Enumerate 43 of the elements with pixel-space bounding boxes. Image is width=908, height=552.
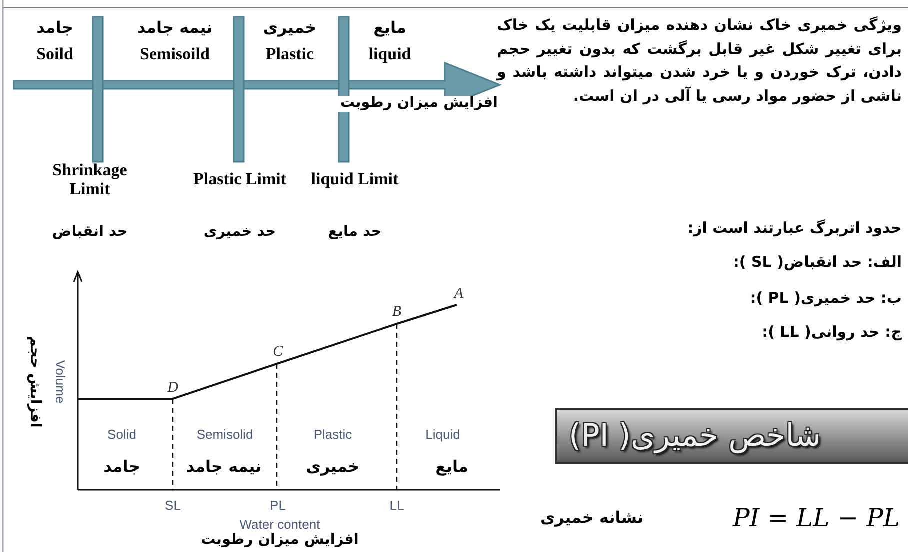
persian-text: ج: حد روانی( LL ): (762, 324, 902, 340)
chart-label: Water content (240, 518, 320, 532)
chart-label: LL (390, 498, 404, 514)
persian-text: نیمه جامد (137, 19, 213, 37)
chart-label: Semisolid (196, 428, 254, 442)
persian-text: مایع (374, 19, 406, 37)
persian-text: نشانه خمیری (540, 509, 644, 527)
heading-banner (555, 408, 908, 464)
english-label: Plastic Limit (192, 170, 288, 190)
chart-label: PL (270, 498, 286, 514)
persian-text: جامد (36, 19, 74, 37)
english-label: Semisoild (140, 46, 210, 64)
persian-text: حدود اتربرگ عبارتند است از: (688, 220, 902, 236)
persian-text: خمیری (306, 458, 360, 476)
persian-text: خمیری (263, 19, 317, 37)
point-label: B (392, 304, 402, 320)
point-label: D (168, 380, 178, 396)
chart-label: Solid (108, 428, 136, 442)
paragraph: ویژگی خمیری خاک نشان دهنده میزان قابلیت یک خاک برای تغییر شکل غیر قابل برگشت که بدون تغییر حجم دادن، ترک خوردن و یا خرد شدن میتواند داشته باشد و ناشی از حضور مواد رسی یا آلی در ان است. (497, 15, 902, 105)
english-label: Plastic (266, 46, 314, 64)
formula: PI = LL − PL (732, 504, 900, 532)
english-label: Soild (36, 46, 74, 64)
chart-label: SL (165, 498, 181, 514)
persian-text: حد انقباض (52, 225, 128, 241)
persian-text: جامد (104, 458, 140, 476)
chart-label: Volume (52, 360, 68, 404)
persian-text: الف: حد انقباض( SL ): (733, 254, 902, 270)
point-label: A (454, 286, 464, 302)
persian-text: افزایش میزان رطوبت (201, 533, 359, 549)
chart-label: Liquid (426, 428, 460, 442)
persian-text: ب: حد خمیری( PL ): (750, 290, 902, 306)
point-label: C (273, 344, 283, 360)
banner-title: شاخص خمیری( PI) (569, 418, 822, 454)
persian-text: افزایش حجم (26, 336, 42, 428)
persian-text: افزایش میزان رطوبت (338, 96, 500, 112)
persian-text: حد خمیری (204, 225, 276, 241)
english-label: Shrinkage Limit (52, 161, 128, 199)
persian-text: مایع (436, 458, 468, 476)
chart-label: Plastic (314, 428, 352, 442)
persian-text: حد مایع (328, 225, 382, 241)
english-label: liquid Limit (310, 170, 400, 190)
english-label: liquid (368, 46, 412, 64)
persian-text: نیمه جامد (186, 458, 262, 476)
